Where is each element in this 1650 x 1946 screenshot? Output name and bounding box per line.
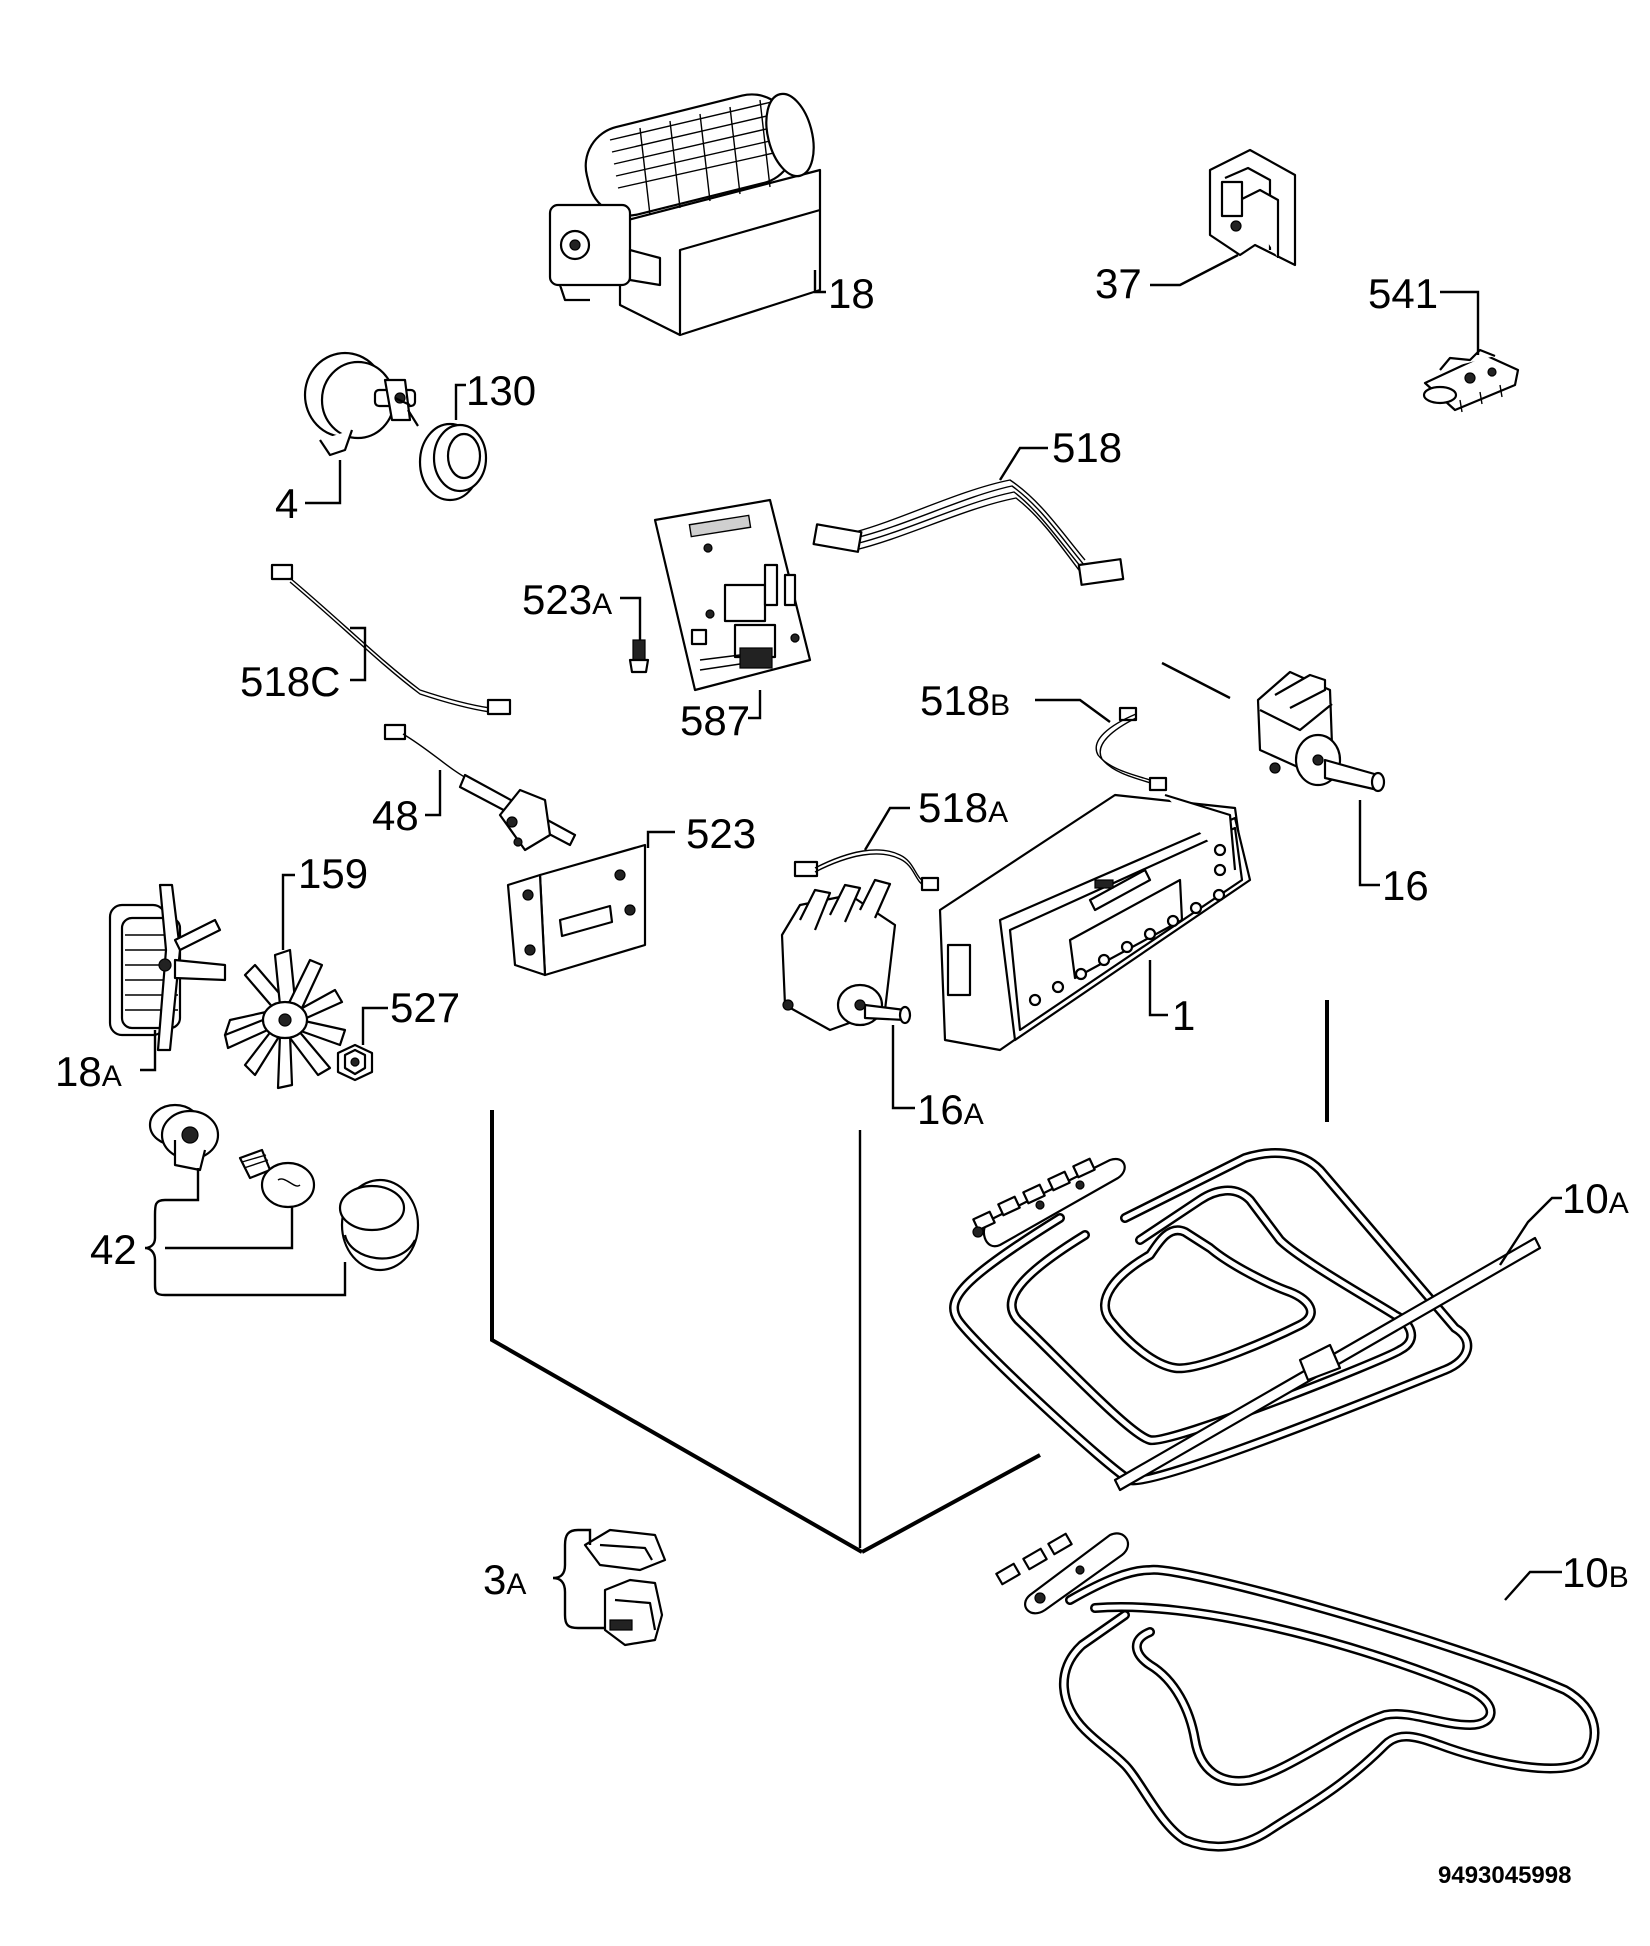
hinge-clips-part	[583, 1528, 667, 1647]
leader-10B	[1504, 1570, 1562, 1601]
label-18A: 18A	[55, 1048, 122, 1095]
leader-523	[646, 830, 675, 848]
leader-16A	[891, 1025, 915, 1110]
leader-130	[454, 383, 466, 420]
leader-3A-top	[578, 1528, 592, 1545]
label-4: 4	[275, 480, 298, 527]
leader-42-holder	[165, 1168, 200, 1202]
label-37: 37	[1095, 260, 1142, 307]
cutout-bracket-part	[1208, 148, 1297, 267]
grill-heating-element-part	[949, 1148, 1542, 1492]
leader-48	[425, 770, 442, 817]
leader-18	[813, 270, 826, 294]
small-connector-part	[628, 639, 650, 674]
label-3A: 3A	[483, 1556, 526, 1603]
bottom-heating-element-part	[995, 1532, 1600, 1852]
label-523: 523	[686, 810, 756, 857]
leader-518B	[1035, 698, 1111, 723]
wire-518c-part	[270, 563, 512, 716]
wiring-harness-part	[812, 479, 1125, 586]
label-587: 587	[680, 697, 750, 744]
leader-16	[1358, 800, 1380, 887]
label-541: 541	[1368, 270, 1438, 317]
leader-1	[1148, 960, 1168, 1017]
wire-518b-part	[1095, 706, 1168, 792]
label-48: 48	[372, 792, 419, 839]
label-518A: 518A	[918, 784, 1008, 831]
function-switch-part	[780, 878, 912, 1032]
fan-impeller-part	[223, 948, 347, 1090]
leader-523A	[620, 596, 642, 640]
electronic-board-part	[653, 498, 812, 692]
leader-587	[748, 690, 762, 720]
leader-37	[1150, 253, 1239, 287]
selector-switch-part	[1256, 670, 1386, 793]
label-159: 159	[298, 850, 368, 897]
tangential-fan-part	[548, 92, 822, 337]
label-523A: 523A	[522, 576, 612, 623]
label-16A: 16A	[917, 1086, 984, 1133]
label-518C: 518C	[240, 658, 340, 705]
leader-18A	[140, 1030, 157, 1072]
temperature-sensor-part	[383, 723, 577, 852]
leader-10A	[1498, 1196, 1562, 1266]
leader-42-cover	[165, 1262, 347, 1297]
wire-518a-part	[793, 849, 940, 892]
leader-518C	[350, 626, 367, 682]
leader-541	[1440, 290, 1480, 355]
document-number: 9493045998	[1438, 1862, 1571, 1889]
leader-527	[361, 1006, 388, 1045]
oven-cavity-outline	[490, 661, 1329, 1554]
mounting-bracket-part	[506, 843, 647, 977]
label-527: 527	[390, 984, 460, 1031]
label-1: 1	[1172, 992, 1195, 1039]
label-18: 18	[828, 270, 875, 317]
display-control-panel-part	[938, 793, 1252, 1052]
leader-518	[998, 446, 1048, 481]
label-10B: 10B	[1562, 1549, 1629, 1596]
label-518B: 518B	[920, 677, 1010, 724]
leader-4	[305, 460, 342, 505]
label-130: 130	[466, 367, 536, 414]
leader-518A	[863, 806, 910, 851]
leader-42-bulb	[165, 1207, 294, 1250]
terminal-block-part	[1422, 348, 1520, 413]
lamp-assembly-part	[148, 1103, 420, 1272]
label-42: 42	[90, 1226, 137, 1273]
spit-motor-part	[303, 351, 419, 457]
brace-3A	[552, 1528, 579, 1630]
fan-nut-part	[336, 1043, 374, 1082]
brace-42	[144, 1198, 166, 1297]
bushing-part	[418, 422, 488, 502]
fan-motor-part	[108, 883, 227, 1052]
leader-159	[281, 873, 295, 950]
label-16: 16	[1382, 862, 1429, 909]
label-10A: 10A	[1562, 1175, 1629, 1222]
label-518: 518	[1052, 424, 1122, 471]
